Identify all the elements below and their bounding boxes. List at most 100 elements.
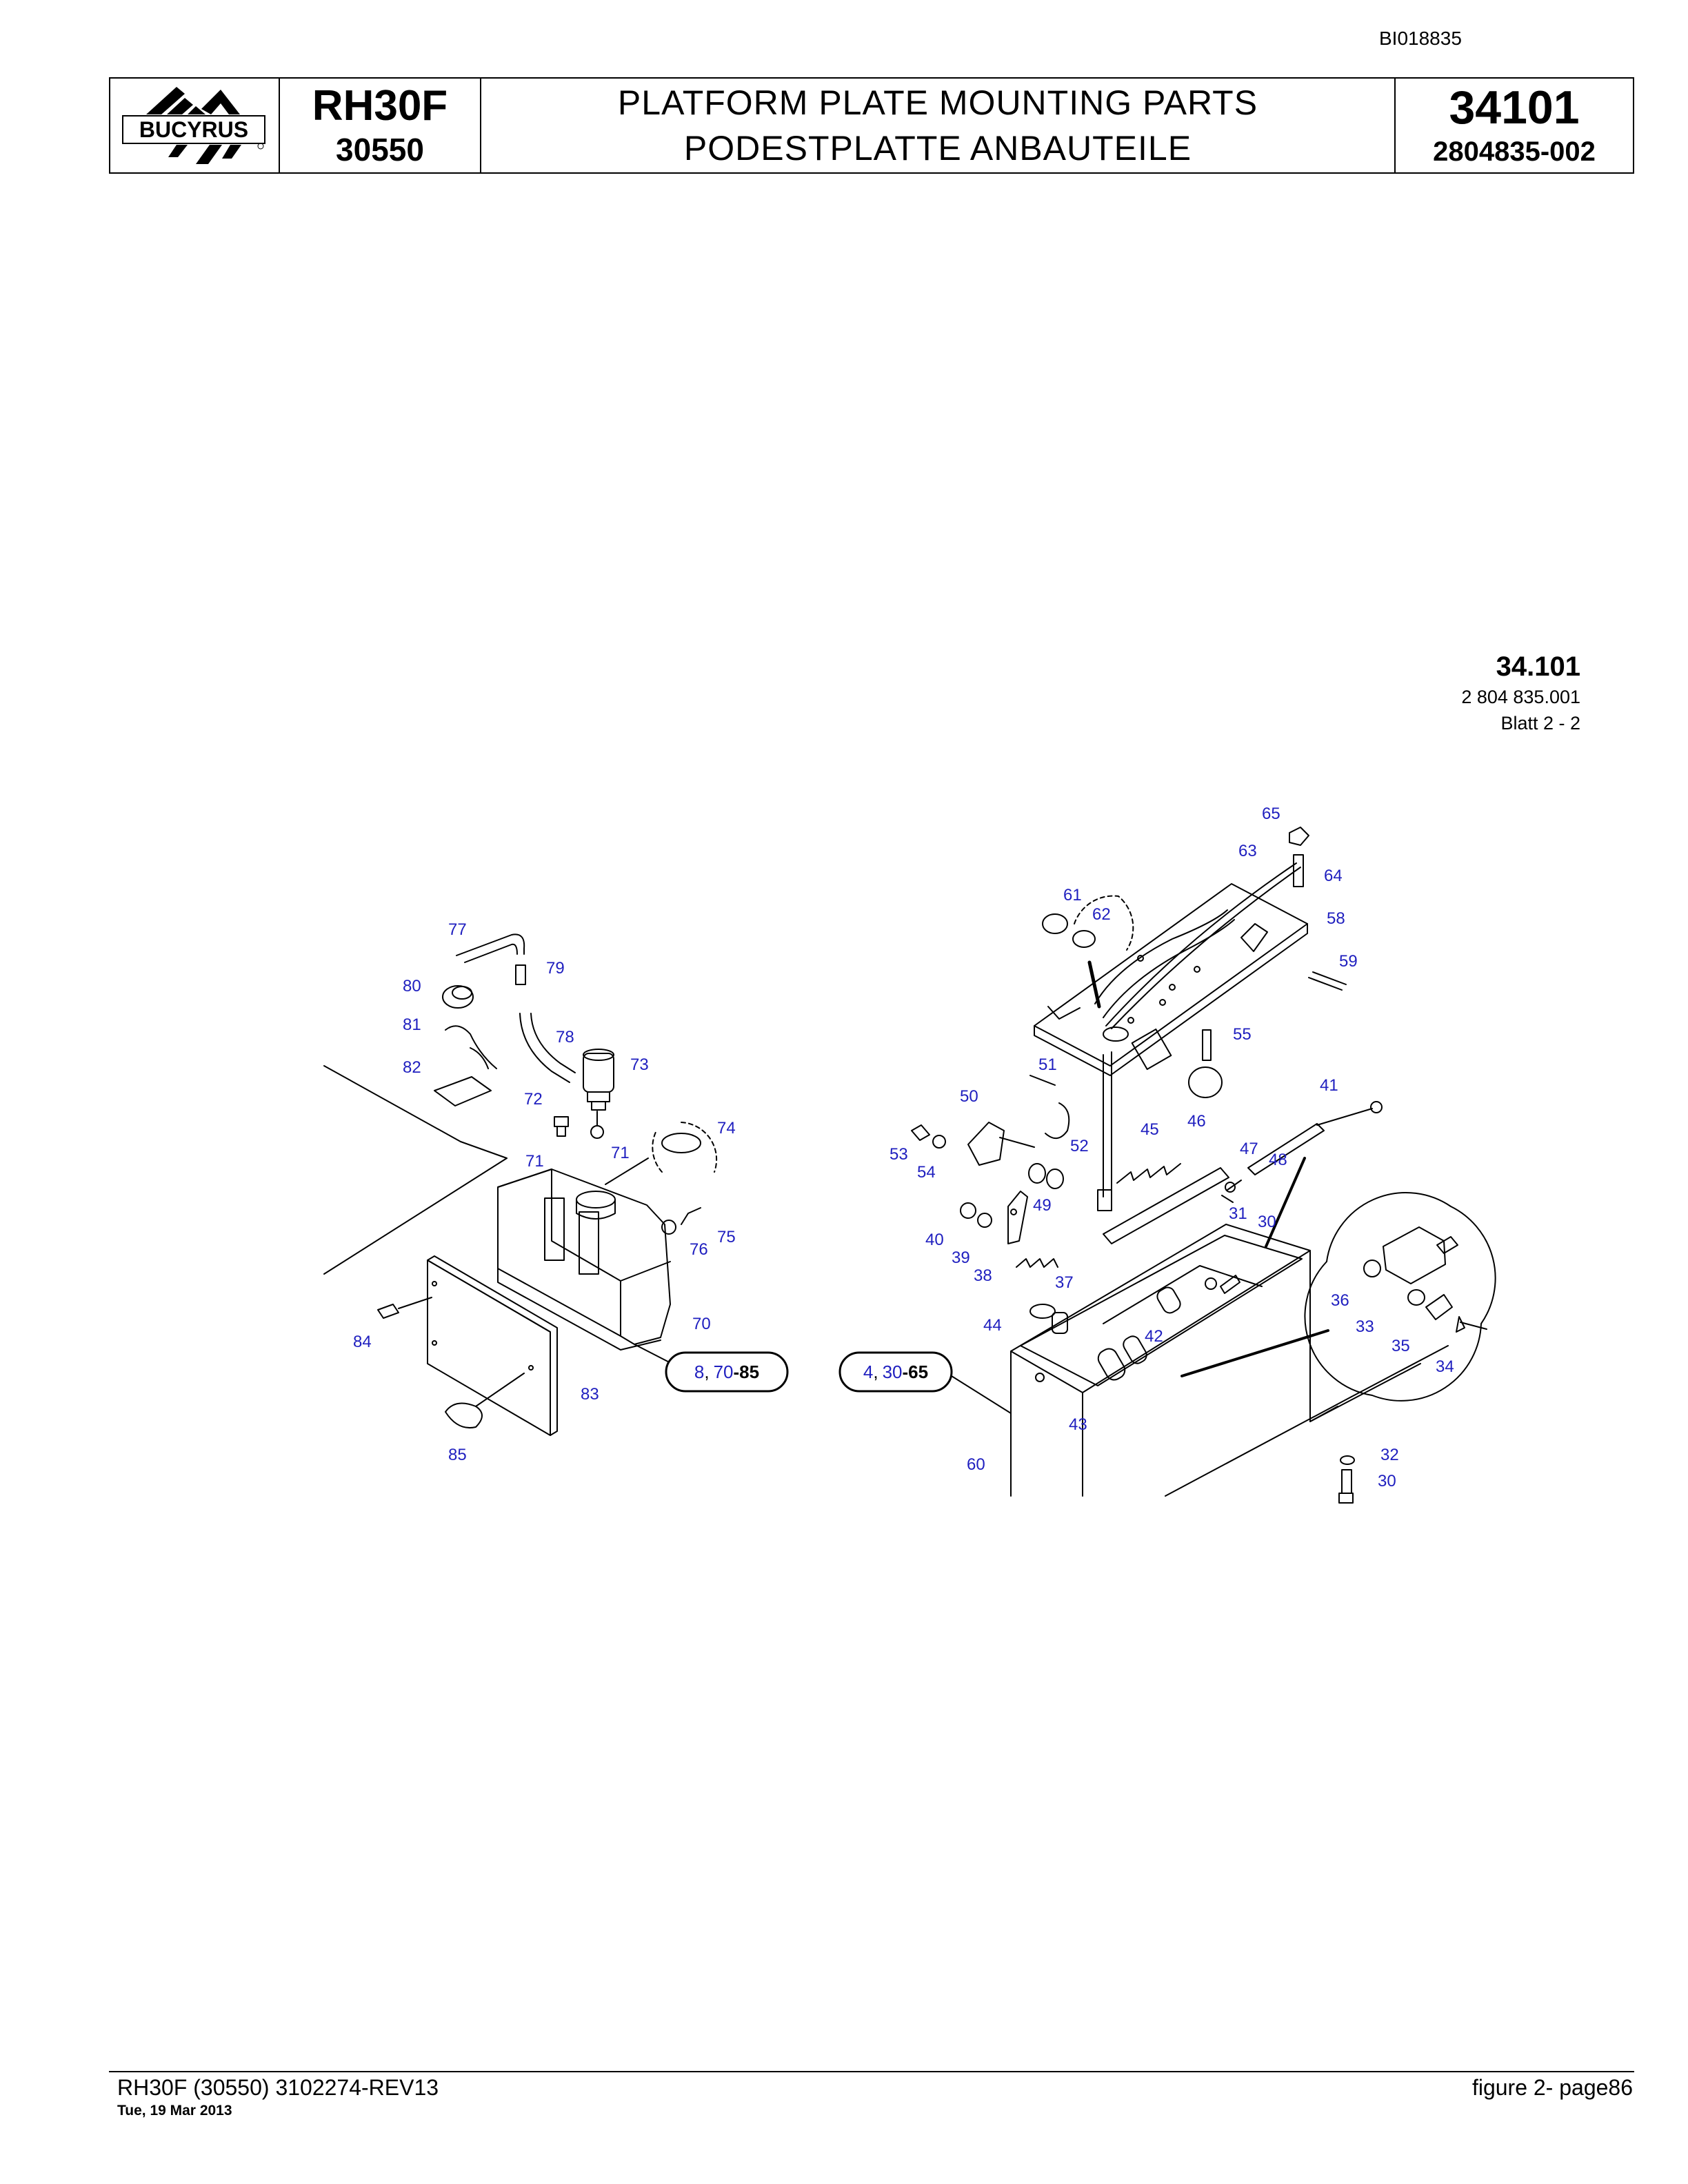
hose	[464, 943, 518, 963]
model-cell: RH30F 30550	[280, 79, 481, 172]
callout-number: 54	[917, 1163, 936, 1182]
latch	[445, 1402, 483, 1428]
hose-connector	[515, 964, 526, 985]
cover-plate	[427, 1255, 558, 1436]
seal-ring	[661, 1133, 701, 1153]
group-number: 34101	[1449, 81, 1580, 134]
housing	[1010, 1224, 1352, 1497]
logo-cell: BUCYRUS	[110, 79, 280, 172]
screw-head	[1338, 1493, 1354, 1504]
callout-number: 44	[983, 1316, 1002, 1335]
platform-edge-line	[323, 1065, 461, 1142]
callout-number: 84	[353, 1333, 372, 1351]
callout-number: 65	[1262, 805, 1280, 823]
exploded-parts-diagram: 8,70-85 4,30-65 30 30 31 32 33 34 35 36 …	[323, 805, 1496, 1504]
title-block: BUCYRUS RH30F 30550 PLATFORM PLATE MOUNT…	[109, 77, 1634, 174]
pump	[583, 1049, 614, 1139]
footer-rule	[109, 2071, 1634, 2072]
callout-number: 85	[448, 1446, 467, 1464]
nut	[1289, 827, 1309, 846]
sheet-number: Blatt 2 - 2	[1500, 713, 1580, 734]
platform-edge-line	[323, 1157, 508, 1275]
nut	[960, 1202, 976, 1219]
screw	[377, 1304, 399, 1319]
model-name: RH30F	[312, 82, 448, 130]
rail-line	[1351, 1345, 1449, 1397]
leader-line	[1265, 1157, 1306, 1248]
mounting-plate	[1034, 883, 1308, 1076]
hose-clamp	[442, 985, 474, 1009]
part-number: 2804835-002	[1433, 136, 1596, 167]
retaining-ring	[1045, 1102, 1070, 1139]
callout-number: 52	[1070, 1137, 1089, 1155]
roller	[1046, 1169, 1064, 1189]
lever	[967, 1122, 1005, 1166]
washer	[932, 1135, 946, 1149]
washer	[1205, 1277, 1217, 1290]
callout-number: 45	[1141, 1120, 1159, 1139]
screw-head	[1456, 1316, 1465, 1333]
callout-number: 41	[1320, 1076, 1338, 1095]
screw-shaft	[398, 1297, 432, 1309]
callout-number: 80	[403, 977, 421, 995]
bracket-hole	[1010, 1209, 1017, 1215]
callout-number: 73	[630, 1055, 649, 1074]
callout-number: 82	[403, 1058, 421, 1077]
roller	[1028, 1163, 1046, 1184]
callout-number: 42	[1145, 1327, 1163, 1346]
microswitch	[1383, 1226, 1446, 1284]
washer	[661, 1220, 676, 1235]
callout-number: 74	[717, 1119, 736, 1138]
callout-number: 72	[524, 1090, 543, 1109]
hose	[530, 1013, 576, 1073]
callout-number: 46	[1187, 1112, 1206, 1131]
washer	[1225, 1182, 1236, 1193]
callout-number: 48	[1269, 1151, 1287, 1169]
switch-actuator	[1436, 1236, 1458, 1254]
sleeve	[1123, 1335, 1147, 1364]
callout-number: 71	[525, 1152, 544, 1171]
callout-number: 79	[546, 959, 565, 978]
pin	[1308, 977, 1343, 991]
callout-number: 36	[1331, 1291, 1349, 1310]
svg-text:8,70-85: 8,70-85	[694, 1362, 759, 1382]
pin	[1312, 971, 1347, 985]
footer-document-ref: RH30F (30550) 3102274-REV13	[117, 2075, 439, 2100]
leader-line	[1180, 1329, 1329, 1377]
callout-number: 83	[581, 1385, 599, 1404]
pin	[1202, 1029, 1212, 1061]
plug	[554, 1116, 569, 1127]
gas-spring-end	[1370, 1101, 1383, 1113]
group-label-right-a: 4	[863, 1362, 873, 1382]
callout-number: 58	[1327, 909, 1345, 928]
title-german: PODESTPLATTE ANBAUTEILE	[683, 129, 1192, 168]
detail-circle	[652, 1130, 663, 1173]
callout-number: 78	[556, 1028, 574, 1046]
group-label-right-c: -65	[903, 1362, 929, 1382]
callout-number: 37	[1055, 1273, 1074, 1292]
platform-edge-line	[460, 1141, 508, 1159]
nut	[1363, 1260, 1381, 1277]
callout-number: 31	[1229, 1204, 1247, 1223]
gas-spring-rod	[1316, 1108, 1373, 1126]
drawing-reference: 34.101 2 804 835.001 Blatt 2 - 2	[1461, 649, 1580, 736]
hose-clamp	[452, 986, 472, 1000]
latch-shaft	[475, 1373, 525, 1407]
leader-line	[605, 1157, 649, 1185]
callout-number: 61	[1063, 886, 1082, 904]
callout-number: 75	[717, 1228, 736, 1246]
callout-number: 39	[952, 1248, 970, 1267]
cable-tie	[445, 1025, 497, 1069]
bolt	[681, 1207, 701, 1225]
callout-number: 81	[403, 1015, 421, 1034]
callout-number: 50	[960, 1087, 978, 1106]
rail-line	[1309, 1363, 1421, 1422]
callout-numbers: 30 30 31 32 33 34 35 36 37 38 39 40 41 4…	[353, 805, 1454, 1490]
group-label-right-b: 30	[883, 1362, 903, 1382]
sleeve	[1156, 1286, 1181, 1314]
callout-number: 59	[1339, 952, 1358, 971]
group-label-left-a: 8	[694, 1362, 704, 1382]
group-label-right: 4,30-65	[838, 1351, 953, 1393]
callout-number: 62	[1092, 905, 1111, 924]
screw	[1220, 1275, 1240, 1294]
